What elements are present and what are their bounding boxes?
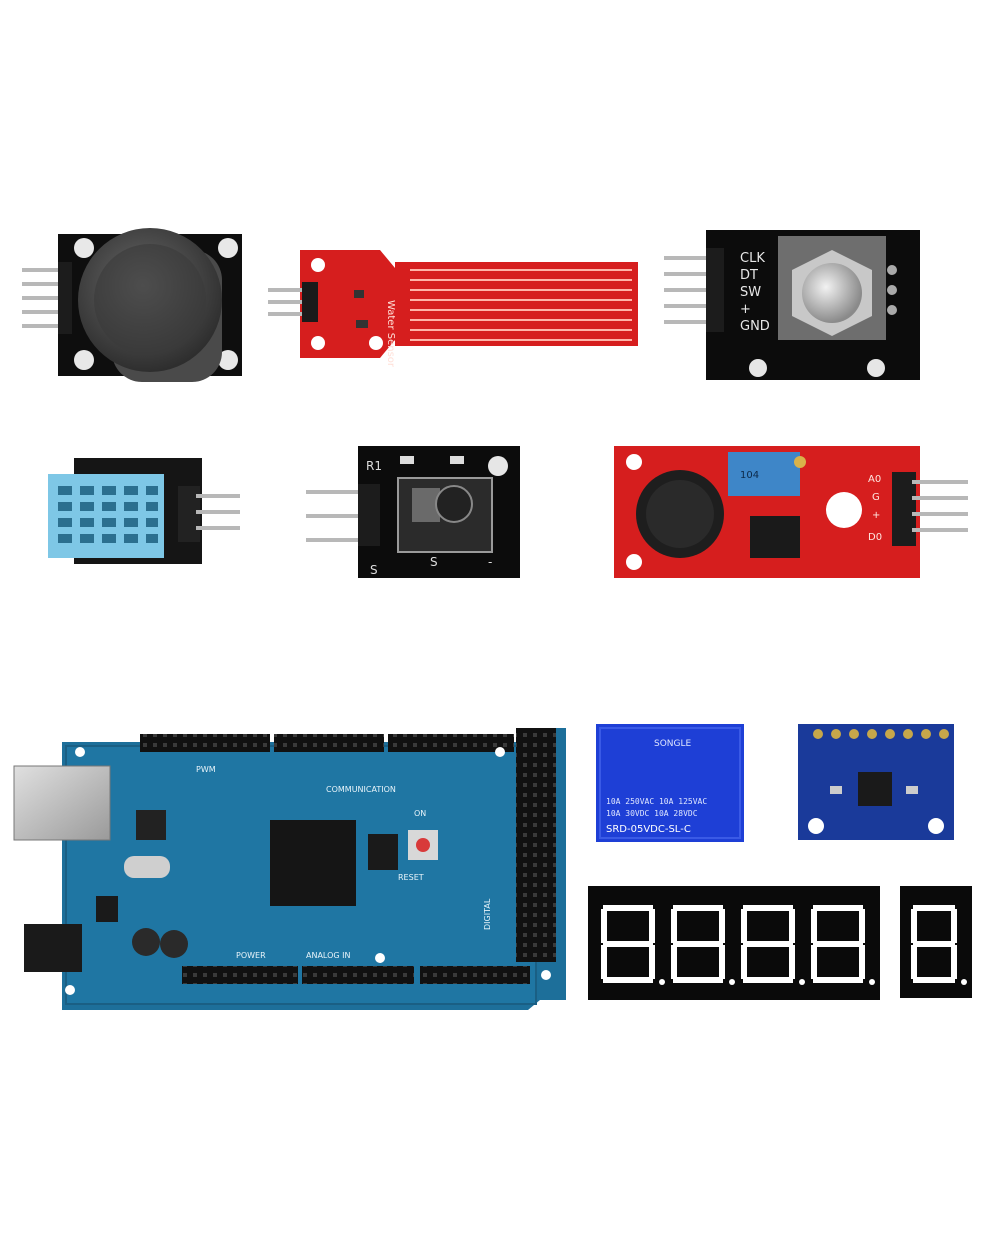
arduino-mega-board: COMMUNICATION POWER ANALOG IN DIGITAL PW…: [13, 728, 566, 1010]
water-sensor-traces: [410, 269, 632, 341]
water-sensor-module: Water Sensor: [268, 250, 638, 368]
digit-2: [671, 905, 725, 983]
relay-module: SONGLE 10A 250VAC 10A 125VAC 10A 30VDC 1…: [596, 724, 744, 842]
gyro-chip: [858, 772, 892, 806]
encoder-pin-dt: DT: [740, 268, 758, 283]
rotary-encoder-module: CLK DT SW + GND: [664, 230, 920, 380]
relay-rating-2: 10A 30VDC 10A 28VDC: [606, 809, 698, 818]
mega-analog-label: ANALOG IN: [306, 951, 351, 960]
ir-label-s: S: [370, 563, 378, 577]
sound-pin-plus: +: [872, 510, 880, 521]
mega-pwm-label: PWM: [196, 765, 216, 774]
mega-communication-label: COMMUNICATION: [326, 785, 396, 794]
power-jack: [24, 924, 82, 972]
relay-model: SRD-05VDC-SL-C: [606, 824, 691, 835]
microcontroller-chip: [270, 820, 356, 906]
seven-segment-4digit: [588, 886, 880, 1000]
sound-pin-a0: A0: [868, 474, 881, 485]
ir-receiver-module: R1 S S -: [306, 446, 520, 578]
joystick-module: [22, 228, 242, 382]
sound-pin-d0: D0: [868, 532, 882, 543]
relay-brand: SONGLE: [654, 739, 692, 749]
mega-on-label: ON: [414, 809, 426, 818]
potentiometer-label: 104: [740, 470, 759, 481]
usb-port: [13, 765, 111, 841]
sound-pin-g: G: [872, 492, 880, 503]
ir-label-r1: R1: [366, 459, 382, 473]
encoder-knob: [802, 263, 862, 323]
digit-3: [741, 905, 795, 983]
encoder-pin-gnd: GND: [740, 319, 770, 334]
water-sensor-label: Water Sensor: [385, 300, 396, 368]
sound-sensor-mount-hole: [826, 492, 862, 528]
dht11-module: [48, 458, 240, 564]
joystick-pins: [22, 262, 72, 334]
mega-power-label: POWER: [236, 951, 266, 960]
encoder-pin-clk: CLK: [740, 251, 765, 266]
gyro-module: [798, 724, 954, 840]
ir-label-minus: -: [488, 555, 492, 569]
digit-4: [811, 905, 865, 983]
potentiometer: [728, 452, 800, 496]
encoder-pin-sw: SW: [740, 285, 761, 300]
sound-sensor-module: 104 A0 G + D0: [614, 446, 968, 578]
mega-digital-label: DIGITAL: [483, 898, 492, 930]
ir-receiver-sensor: [435, 485, 473, 523]
digital-header: [516, 728, 556, 962]
digit-1: [601, 905, 655, 983]
encoder-pin-plus: +: [740, 302, 751, 317]
encoder-pins: [664, 248, 724, 332]
mega-reset-label: RESET: [398, 873, 424, 882]
ir-label-s2: S: [430, 555, 438, 569]
seven-segment-1digit: [900, 886, 972, 998]
relay-rating-1: 10A 250VAC 10A 125VAC: [606, 797, 707, 806]
